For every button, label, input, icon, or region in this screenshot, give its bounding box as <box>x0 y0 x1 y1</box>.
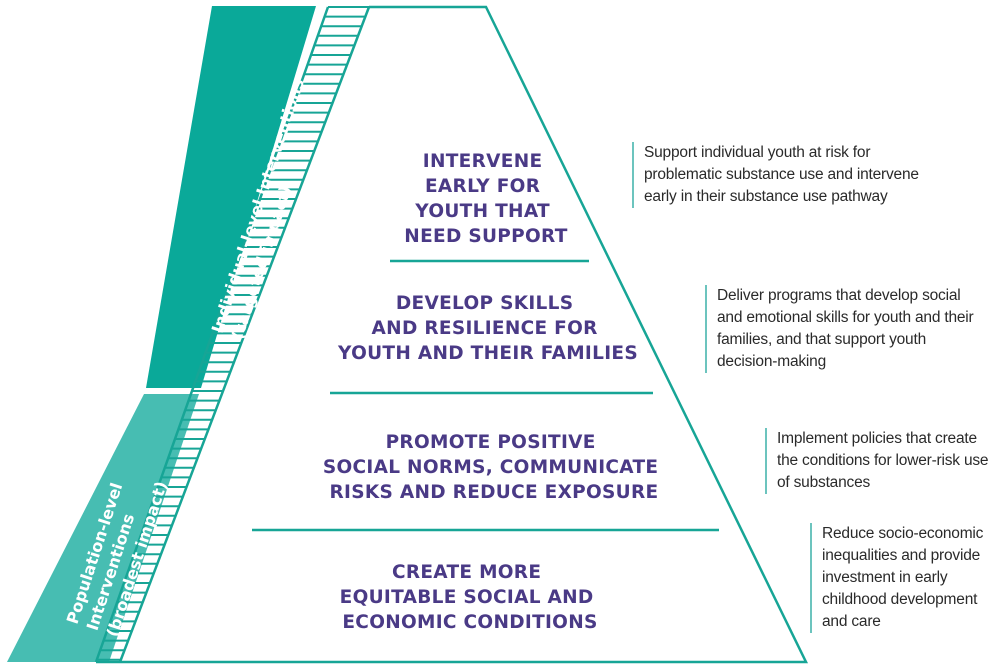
hatched-ladder-strip <box>94 6 371 663</box>
description-line: the conditions for lower-risk use <box>777 452 989 469</box>
tier-3-line: PROMOTE POSITIVE <box>386 432 596 453</box>
individual-level-band <box>146 6 316 388</box>
tier-2-line: YOUTH AND THEIR FAMILIES <box>337 343 638 364</box>
description-line: and care <box>822 613 881 630</box>
description-line: and emotional skills for youth and their <box>717 309 974 326</box>
description-line: Deliver programs that develop social <box>717 287 961 304</box>
ladder-inner-edge <box>118 6 371 663</box>
ladder-outer-edge <box>94 6 330 663</box>
tier-4-line: CREATE MORE <box>392 562 541 583</box>
pyramid-outline <box>96 5 809 664</box>
description-line: inequalities and provide <box>822 547 981 564</box>
tier-3-title: PROMOTE POSITIVE SOCIAL NORMS, COMMUNICA… <box>323 432 665 503</box>
description-line: families, and that support youth <box>717 331 927 348</box>
tier-4-line: EQUITABLE SOCIAL AND <box>340 587 594 608</box>
tier-3-line: SOCIAL NORMS, COMMUNICATE <box>323 457 658 478</box>
tier-1-description: Support individual youth at risk for pro… <box>632 142 919 208</box>
tier-3-description: Implement policies that create the condi… <box>765 428 989 494</box>
description-line: childhood development <box>822 591 978 608</box>
tier-1-line: NEED SUPPORT <box>404 226 567 247</box>
tier-1-line: YOUTH THAT <box>414 201 550 222</box>
tier-1-line: EARLY FOR <box>425 176 540 197</box>
description-line: Reduce socio-economic <box>822 525 984 542</box>
tier-4-description: Reduce socio-economic inequalities and p… <box>810 523 983 633</box>
tier-2-description: Deliver programs that develop social and… <box>705 285 974 373</box>
tier-1-line: INTERVENE <box>423 151 543 172</box>
description-line: decision-making <box>717 353 826 370</box>
description-line: early in their substance use pathway <box>644 188 888 205</box>
description-line: Support individual youth at risk for <box>644 144 871 161</box>
description-line: of substances <box>777 474 871 491</box>
description-line: investment in early <box>822 569 948 586</box>
tier-4-line: ECONOMIC CONDITIONS <box>342 612 597 633</box>
description-line: Implement policies that create <box>777 430 977 447</box>
description-line: problematic substance use and intervene <box>644 166 919 183</box>
tier-2-line: DEVELOP SKILLS <box>396 293 573 314</box>
tier-3-line: RISKS AND REDUCE EXPOSURE <box>330 482 659 503</box>
tier-2-title: DEVELOP SKILLS AND RESILIENCE FOR YOUTH … <box>337 293 638 364</box>
population-level-band <box>7 394 199 662</box>
tier-1-title: INTERVENE EARLY FOR YOUTH THAT NEED SUPP… <box>404 151 567 247</box>
tier-2-line: AND RESILIENCE FOR <box>372 318 598 339</box>
tier-4-title: CREATE MORE EQUITABLE SOCIAL AND ECONOMI… <box>340 562 601 633</box>
